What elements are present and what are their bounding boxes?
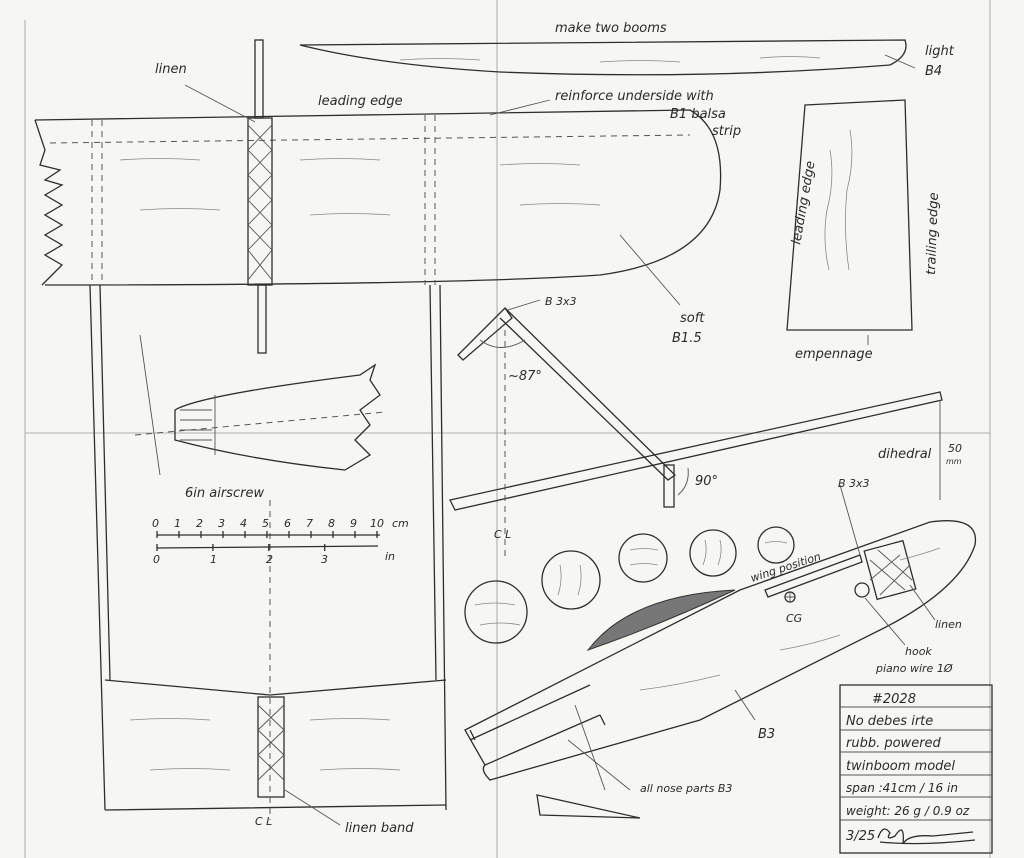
label-reinforce-3: strip bbox=[712, 124, 741, 139]
label-b3x3-fuselage: B 3x3 bbox=[838, 477, 870, 490]
label-tail-trailing-edge: trailing edge bbox=[924, 192, 942, 275]
wing-drawing bbox=[34, 39, 722, 354]
title-number: #2028 bbox=[872, 692, 916, 707]
label-soft: soft bbox=[680, 311, 705, 326]
cm-tick-label: 6 bbox=[284, 517, 291, 530]
label-linen-top: linen bbox=[155, 62, 187, 77]
dihedral-drawing bbox=[449, 299, 943, 560]
cm-tick-label: 3 bbox=[218, 517, 225, 530]
label-empennage: empennage bbox=[795, 347, 873, 362]
title-name: No debes irte bbox=[846, 714, 933, 729]
label-light: light bbox=[925, 44, 955, 59]
in-tick-label: 1 bbox=[210, 553, 217, 566]
label-cl-mid: C L bbox=[494, 528, 511, 541]
label-cl-bottom: C L bbox=[255, 815, 272, 828]
cm-tick-label: 9 bbox=[350, 517, 357, 530]
title-weight: weight: 26 g / 0.9 oz bbox=[846, 804, 970, 818]
cm-unit-label: cm bbox=[392, 517, 409, 530]
cm-tick-label: 0 bbox=[152, 517, 159, 530]
label-airscrew: 6in airscrew bbox=[185, 486, 264, 501]
label-b15: B1.5 bbox=[672, 331, 702, 346]
label-angle-87: ~87° bbox=[508, 369, 542, 384]
label-booms: make two booms bbox=[555, 21, 667, 36]
cm-tick-label: 10 bbox=[370, 517, 384, 530]
title-span: span :41cm / 16 in bbox=[846, 781, 958, 795]
empennage-drawing bbox=[786, 99, 913, 345]
title-block bbox=[839, 684, 993, 854]
in-unit-label: in bbox=[385, 550, 395, 563]
in-tick-label: 0 bbox=[153, 553, 160, 566]
label-dihedral-value: 50 bbox=[948, 442, 962, 455]
label-wing-position: wing position bbox=[749, 550, 823, 585]
in-tick-label: 2 bbox=[266, 553, 273, 566]
label-cg: CG bbox=[786, 612, 802, 625]
former-circles bbox=[464, 526, 795, 644]
label-b4: B4 bbox=[925, 64, 942, 79]
title-model: twinboom model bbox=[846, 759, 955, 774]
boom-drawing bbox=[299, 39, 916, 76]
label-linen-band: linen band bbox=[345, 821, 414, 836]
label-leading-edge: leading edge bbox=[318, 94, 403, 109]
label-dihedral: dihedral bbox=[878, 447, 932, 462]
signature-drawing bbox=[877, 828, 976, 845]
cm-tick-label: 2 bbox=[196, 517, 203, 530]
fuselage-plan bbox=[89, 284, 447, 826]
title-type: rubb. powered bbox=[846, 736, 942, 751]
label-piano-wire: piano wire 1Ø bbox=[875, 662, 953, 675]
label-dihedral-unit: mm bbox=[946, 457, 962, 466]
label-b3: B3 bbox=[758, 727, 775, 742]
in-tick-label: 3 bbox=[321, 553, 328, 566]
label-reinforce-1: reinforce underside with bbox=[555, 89, 714, 104]
label-hook: hook bbox=[905, 645, 932, 658]
label-linen-fuselage: linen bbox=[935, 618, 962, 631]
label-angle-90: 90° bbox=[695, 474, 718, 489]
scale-bar bbox=[156, 531, 380, 551]
label-nose-parts: all nose parts B3 bbox=[640, 782, 732, 795]
label-b3x3-top: B 3x3 bbox=[545, 295, 577, 308]
fuselage-side-drawing bbox=[464, 484, 977, 819]
cm-tick-label: 7 bbox=[306, 517, 313, 530]
cm-tick-label: 4 bbox=[240, 517, 247, 530]
cm-tick-label: 5 bbox=[262, 517, 269, 530]
label-reinforce-2: B1 balsa bbox=[670, 107, 726, 122]
label-tail-leading-edge: leading edge bbox=[789, 160, 818, 246]
title-date: 3/25 bbox=[846, 829, 875, 844]
airscrew-drawing bbox=[134, 334, 386, 476]
cm-tick-label: 1 bbox=[174, 517, 181, 530]
cm-tick-label: 8 bbox=[328, 517, 335, 530]
